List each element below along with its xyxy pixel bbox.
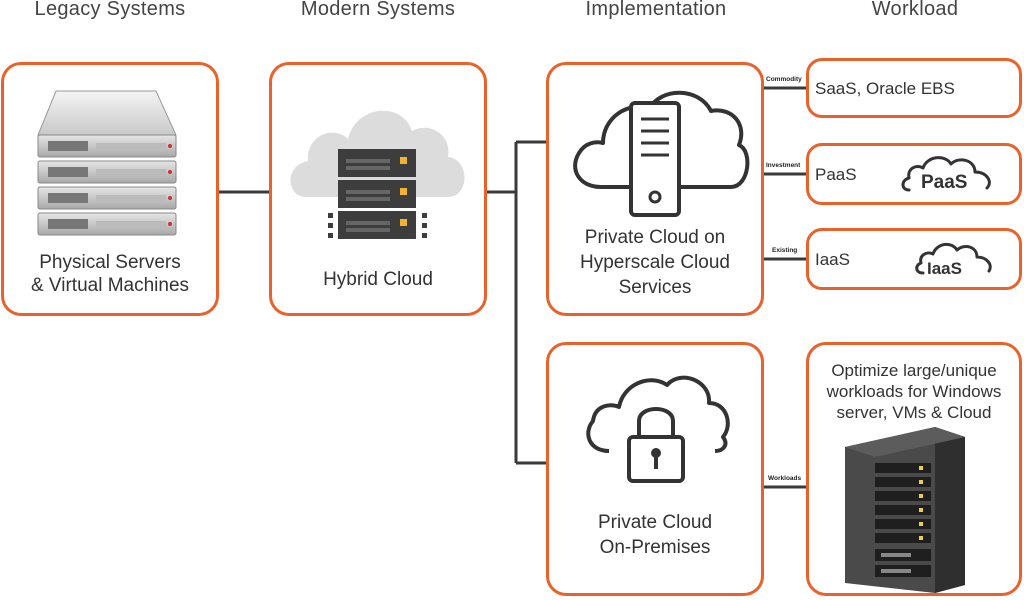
server-rack-icon [37,90,177,236]
hyperscale-label-line1: Private Cloud on [584,227,726,248]
header-implementation: Implementation [585,0,727,20]
iaas-badge: IaaS [927,259,962,278]
paas-label: PaaS [815,165,857,184]
paas-cloud-icon [901,156,991,192]
cloud-server-icon [573,90,750,217]
onprem-label-line2: On-Premises [599,537,711,558]
paas-badge: PaaS [921,172,968,193]
optimize-workload-card: Optimize large/unique workloads for Wind… [806,342,1022,596]
saas-label: SaaS, Oracle EBS [815,79,955,98]
cloud-lock-icon [586,375,730,483]
hybrid-cloud-icon [290,110,465,239]
optimize-label-line1: Optimize large/unique [831,361,997,380]
paas-workload-card: PaaS PaaS [806,143,1022,205]
connector-label-commodity: Commodity [766,76,802,83]
private-cloud-hyperscale-card: Private Cloud on Hyperscale Cloud Servic… [546,62,764,316]
iaas-label: IaaS [815,250,850,269]
optimize-label-line3: server, VMs & Cloud [836,403,992,422]
header-workload: Workload [871,0,959,20]
hyperscale-label-line2: Hyperscale Cloud [580,252,730,273]
onprem-label-line1: Private Cloud [597,512,713,533]
saas-workload-card: SaaS, Oracle EBS [806,58,1022,118]
legacy-label-line2: & Virtual Machines [30,275,190,296]
legacy-label-line1: Physical Servers [39,252,181,273]
server-tower-icon [845,427,965,593]
optimize-label-line2: workloads for Windows [826,382,1002,401]
iaas-cloud-icon [915,242,992,275]
header-legacy-systems: Legacy Systems [34,0,186,20]
hybrid-cloud-label: Hybrid Cloud [323,269,433,290]
connector-label-investment: Investment [766,162,801,169]
modern-systems-card: Hybrid Cloud [269,62,487,316]
iaas-workload-card: IaaS IaaS [806,228,1022,290]
connector-label-workloads: Workloads [768,475,802,482]
legacy-systems-card: Physical Servers & Virtual Machines [1,62,219,316]
private-cloud-onprem-card: Private Cloud On-Premises [546,342,764,596]
hyperscale-label-line3: Services [618,277,692,298]
header-modern-systems: Modern Systems [300,0,456,20]
connector-label-existing: Existing [772,247,798,254]
